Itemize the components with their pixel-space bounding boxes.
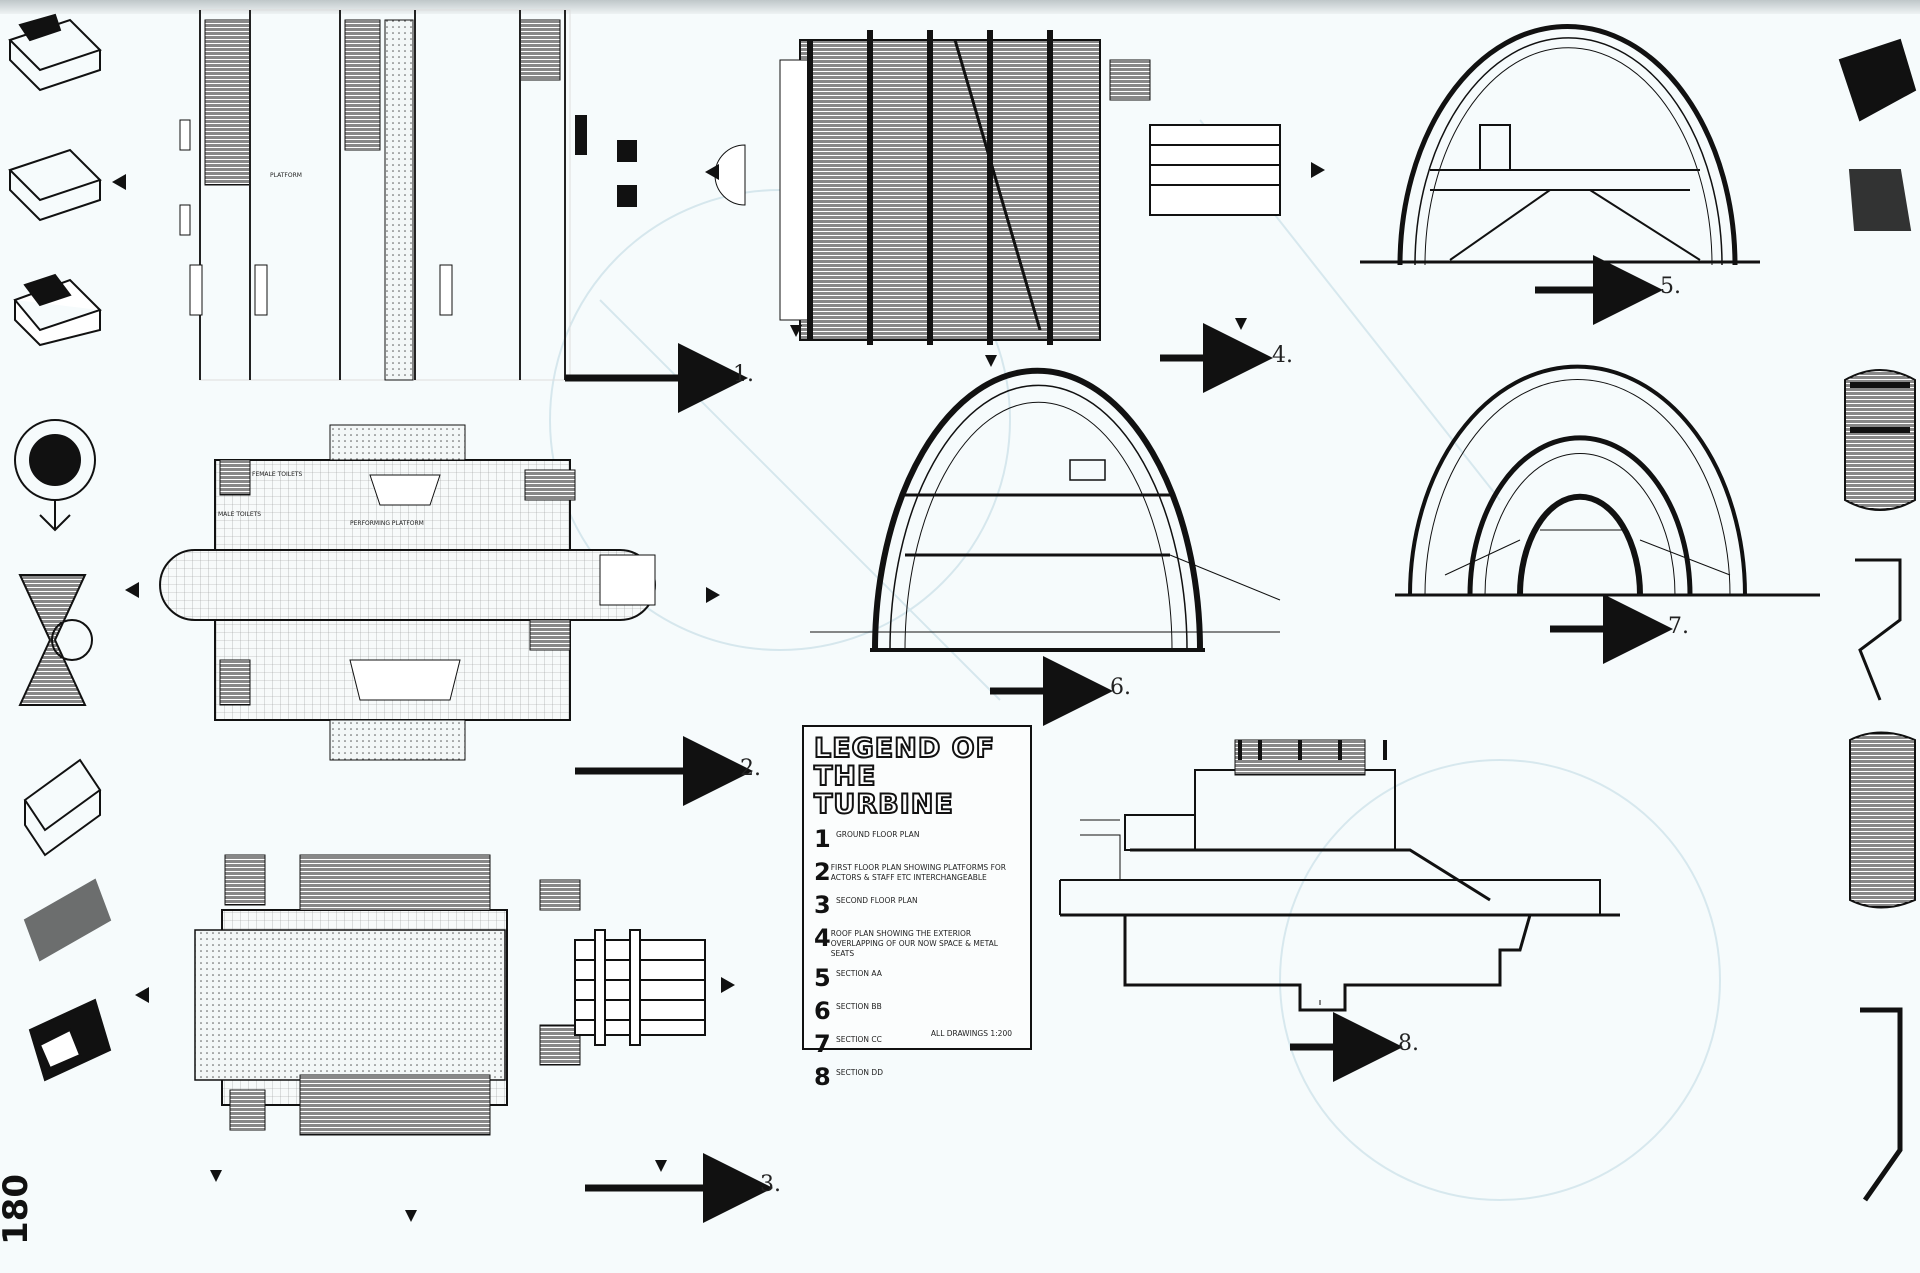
left-thumbnails	[8, 13, 112, 1082]
legend-item: 8 SECTION DD	[814, 1065, 1020, 1091]
legend-item-text: SECTION AA	[836, 969, 882, 978]
legend-item-number: 7	[814, 1030, 831, 1058]
svg-text:MALE TOILETS: MALE TOILETS	[218, 511, 261, 518]
legend-item-text: SECTION BB	[836, 1002, 882, 1011]
legend-title: LEGEND OF THE TURBINE	[813, 733, 996, 820]
drawing-label-7: 7.	[1668, 614, 1689, 639]
legend-item-text: SECTION CC	[836, 1035, 882, 1044]
legend-item-text: GROUND FLOOR PLAN	[836, 830, 920, 839]
legend-panel: LEGEND OF THE TURBINE 1 GROUND FLOOR PLAN…	[802, 725, 1032, 1089]
page-number: 180	[0, 1174, 36, 1245]
drawing-label-3: 3.	[760, 1172, 781, 1197]
legend-item-text: ROOF PLAN SHOWING THE EXTERIOR OVERLAPPI…	[830, 929, 998, 958]
legend-item: 1 GROUND FLOOR PLAN	[814, 827, 1020, 853]
legend-item-number: 3	[814, 891, 831, 919]
legend-item-number: 2	[814, 858, 831, 886]
legend-item-number: 1	[814, 825, 831, 853]
legend-item-text: SECOND FLOOR PLAN	[836, 896, 918, 905]
legend-item: 7 SECTION CC	[814, 1032, 1020, 1058]
drawing-label-8: 8.	[1398, 1031, 1419, 1056]
ghost-background	[549, 119, 1721, 1201]
plan-first-floor: PERFORMING PLATFORM FEMALE TOILETS MALE …	[159, 424, 656, 761]
right-thumbnails	[1838, 38, 1917, 1202]
section-arrows	[565, 255, 1673, 1223]
legend-scale-note: ALL DRAWINGS 1:200	[930, 1029, 1012, 1038]
legend-item-text: FIRST FLOOR PLAN SHOWING PLATFORMS FOR A…	[830, 863, 1007, 882]
legend-item-number: 4	[814, 924, 831, 952]
svg-text:PERFORMING PLATFORM: PERFORMING PLATFORM	[350, 520, 424, 527]
legend-item-number: 5	[814, 964, 831, 992]
plan-roof	[714, 30, 1281, 345]
drawing-label-6: 6.	[1110, 675, 1131, 700]
section-markers	[112, 162, 1325, 1222]
drawing-label-4: 4.	[1272, 343, 1293, 368]
legend-item: 5 SECTION AA	[814, 966, 1020, 992]
drawing-label-5: 5.	[1660, 274, 1681, 299]
legend-item: 3 SECOND FLOOR PLAN	[814, 893, 1020, 919]
section-bb	[810, 367, 1281, 652]
drawing-label-2: 2.	[740, 756, 761, 781]
legend-item-text: SECTION DD	[836, 1068, 883, 1077]
plan-ground-floor: PLATFORM	[179, 9, 637, 381]
section-cc	[1395, 364, 1820, 597]
legend-item-number: 6	[814, 997, 831, 1025]
svg-text:FEMALE TOILETS: FEMALE TOILETS	[252, 471, 303, 478]
section-aa	[1360, 24, 1760, 266]
plan-second-floor	[194, 854, 706, 1136]
legend-item-number: 8	[814, 1063, 831, 1091]
drawing-label-1: 1.	[733, 362, 754, 387]
svg-text:PLATFORM: PLATFORM	[270, 172, 302, 179]
legend-item: 6 SECTION BB	[814, 999, 1020, 1025]
section-dd	[1059, 739, 1620, 1012]
